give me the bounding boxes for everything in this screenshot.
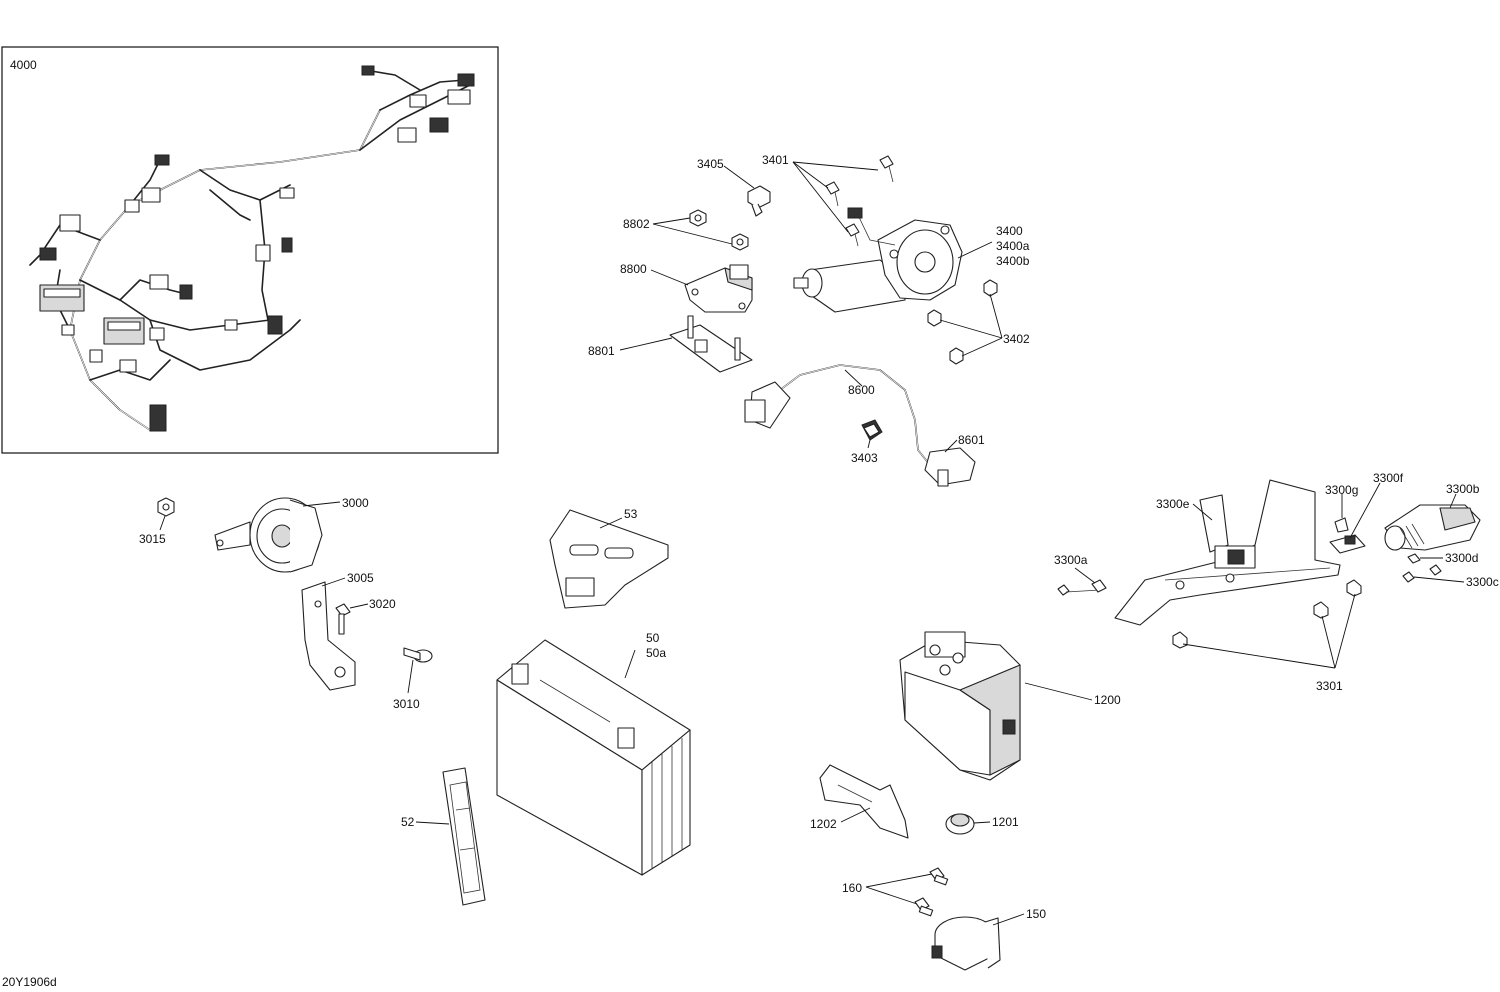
callout-3300f: 3300f bbox=[1373, 471, 1404, 485]
part-160-bolts[interactable] bbox=[914, 867, 949, 917]
callout-3400b: 3400b bbox=[996, 254, 1030, 268]
connector bbox=[457, 73, 475, 87]
callout-8601: 8601 bbox=[958, 433, 985, 447]
part-3300g-clip[interactable] bbox=[1334, 517, 1349, 533]
part-3010-bolt[interactable] bbox=[403, 647, 433, 663]
callout-3400a: 3400a bbox=[996, 239, 1030, 253]
part-3402-nuts[interactable] bbox=[927, 279, 998, 365]
callout-3000: 3000 bbox=[342, 496, 369, 510]
callout-3015: 3015 bbox=[139, 532, 166, 546]
callout-3300a: 3300a bbox=[1054, 553, 1088, 567]
part-8800-sensor[interactable] bbox=[684, 264, 753, 313]
callout-3300d: 3300d bbox=[1445, 551, 1478, 565]
inset-label: 4000 bbox=[10, 58, 37, 72]
callout-3300c: 3300c bbox=[1466, 575, 1499, 589]
callout-8800: 8800 bbox=[620, 262, 647, 276]
part-3020-bolt[interactable] bbox=[335, 603, 351, 635]
callout-3010: 3010 bbox=[393, 697, 420, 711]
callout-160: 160 bbox=[842, 881, 862, 895]
part-3005-bracket[interactable] bbox=[301, 581, 356, 691]
wiring-harness-4000[interactable] bbox=[29, 65, 475, 432]
callout-3300b: 3300b bbox=[1446, 482, 1480, 496]
part-8600-cable[interactable] bbox=[744, 364, 931, 466]
part-3300b-motor[interactable] bbox=[1384, 504, 1481, 551]
part-3300c-screws[interactable] bbox=[1402, 564, 1442, 583]
wiring-harness-inset: 4000 bbox=[1, 46, 499, 454]
part-8601-switch[interactable] bbox=[924, 447, 976, 487]
part-3300f-plate[interactable] bbox=[1329, 534, 1366, 554]
callout-8600: 8600 bbox=[848, 383, 875, 397]
diagram-code: 20Y1906d bbox=[2, 975, 57, 989]
part-53-bracket[interactable] bbox=[549, 509, 669, 609]
part-3300a-screw[interactable] bbox=[1057, 579, 1107, 596]
callout-1201: 1201 bbox=[992, 815, 1019, 829]
callout-3020: 3020 bbox=[369, 597, 396, 611]
callout-3005: 3005 bbox=[347, 571, 374, 585]
part-3300-bracket[interactable] bbox=[1114, 479, 1341, 626]
part-50-battery[interactable] bbox=[496, 639, 691, 876]
part-3015-nut[interactable] bbox=[157, 497, 175, 517]
callout-150: 150 bbox=[1026, 907, 1046, 921]
callout-8801: 8801 bbox=[588, 344, 615, 358]
callout-3300g: 3300g bbox=[1325, 483, 1358, 497]
part-3401-screws[interactable] bbox=[825, 155, 894, 247]
part-1201-grommet[interactable] bbox=[945, 813, 975, 835]
callout-52: 52 bbox=[401, 815, 415, 829]
callout-50: 50 bbox=[646, 631, 660, 645]
part-3300d-nut[interactable] bbox=[1407, 553, 1421, 564]
callout-3403: 3403 bbox=[851, 451, 878, 465]
part-8802-nuts[interactable] bbox=[689, 209, 749, 251]
callout-3400: 3400 bbox=[996, 224, 1023, 238]
callout-8802: 8802 bbox=[623, 217, 650, 231]
callout-1202: 1202 bbox=[810, 817, 837, 831]
part-1202-bracket[interactable] bbox=[819, 764, 909, 839]
callout-3300e: 3300e bbox=[1156, 497, 1190, 511]
part-8801-bracket[interactable] bbox=[669, 315, 753, 373]
callout-3402: 3402 bbox=[1003, 332, 1030, 346]
callout-3401: 3401 bbox=[762, 153, 789, 167]
part-3400-actuator[interactable] bbox=[793, 207, 963, 313]
callout-50a: 50a bbox=[646, 646, 666, 660]
part-52-strap[interactable] bbox=[442, 767, 486, 906]
callout-1200: 1200 bbox=[1094, 693, 1121, 707]
part-1200-abs-module[interactable] bbox=[899, 631, 1021, 781]
part-150-solenoid[interactable] bbox=[931, 916, 1001, 971]
part-3405[interactable] bbox=[747, 185, 771, 217]
callout-53: 53 bbox=[624, 507, 638, 521]
callout-3301: 3301 bbox=[1316, 679, 1343, 693]
callout-3405: 3405 bbox=[697, 157, 724, 171]
part-3000-horn[interactable] bbox=[214, 497, 323, 573]
part-3403-clip[interactable] bbox=[861, 419, 883, 441]
